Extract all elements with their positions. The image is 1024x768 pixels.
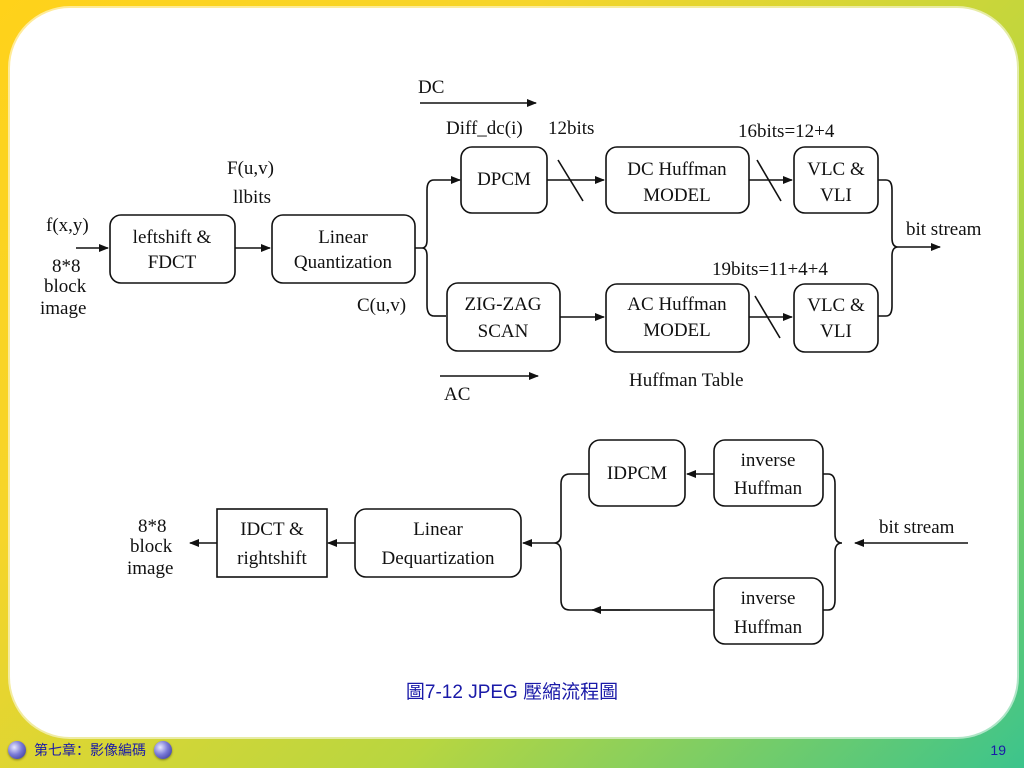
diff-dc-label: Diff_dc(i): [446, 118, 523, 139]
fdct-box: [109, 214, 236, 284]
inverse-huffman-top-line1: inverse: [741, 450, 796, 471]
dc-bits-slash: [557, 159, 584, 202]
split-brace: [415, 179, 435, 317]
dc-huffman-line1: DC Huffman: [627, 159, 727, 180]
idct-line1: IDCT &: [240, 519, 304, 540]
huffman-table-label: Huffman Table: [629, 370, 744, 391]
vlc-ac-line2: VLI: [820, 321, 852, 342]
output-label-1: 8*8: [138, 516, 167, 537]
block-label-2: block: [44, 276, 87, 297]
vlc-dc-line2: VLI: [820, 185, 852, 206]
output-label-2: block: [130, 536, 173, 557]
block-label-3: image: [40, 298, 86, 319]
bullet-icon: [8, 741, 26, 759]
inverse-huffman-bottom-line1: inverse: [741, 588, 796, 609]
dequant-line1: Linear: [413, 519, 463, 540]
quant-box-line1: Linear: [318, 227, 368, 248]
quantization-box: [271, 214, 416, 284]
dpcm-box-label: DPCM: [477, 169, 531, 190]
idpcm-box: [588, 439, 686, 507]
dc-label: DC: [418, 77, 444, 98]
ac-label: AC: [444, 384, 470, 405]
dc-out-slash: [756, 159, 782, 202]
chapter-title: 第七章：影像編碼: [34, 743, 146, 759]
bullet-icon: [154, 741, 172, 759]
ac-huffman-line2: MODEL: [643, 320, 711, 341]
bitstream-in-label: bit stream: [879, 517, 955, 538]
footer-left: 第七章：影像編碼: [8, 738, 172, 762]
llbits-label: llbits: [233, 187, 271, 208]
inverse-huffman-top-line2: Huffman: [734, 478, 803, 499]
inverse-huffman-top-box: [713, 439, 824, 507]
ac-out-slash: [754, 295, 781, 339]
vlc-ac-line1: VLC &: [807, 295, 865, 316]
dc-out-bits-label: 16bits=12+4: [738, 121, 835, 142]
idct-box: [216, 508, 328, 578]
inverse-huffman-bottom-line2: Huffman: [734, 617, 803, 638]
dc-bits-label: 12bits: [548, 118, 594, 139]
slide-card: [10, 8, 1017, 737]
output-label-3: image: [127, 558, 173, 579]
zigzag-box-line2: SCAN: [478, 321, 529, 342]
bitstream-out-label: bit stream: [906, 219, 982, 240]
ac-out-bits-label: 19bits=11+4+4: [712, 259, 828, 280]
ac-huffman-box: [605, 283, 750, 353]
dequant-line2: Dequartization: [382, 548, 495, 569]
page-number: 19: [990, 742, 1006, 758]
ac-huffman-line1: AC Huffman: [627, 294, 727, 315]
idpcm-label: IDPCM: [607, 463, 667, 484]
fdct-box-line2: FDCT: [148, 252, 197, 273]
inverse-huffman-bottom-box: [713, 577, 824, 645]
input-label: f(x,y): [46, 215, 89, 236]
block-label-1: 8*8: [52, 256, 81, 277]
fdct-box-line1: leftshift &: [133, 227, 212, 248]
zigzag-box-line1: ZIG-ZAG: [464, 294, 541, 315]
merge-brace: [878, 179, 899, 317]
quant-box-line2: Quantization: [294, 252, 393, 273]
input-split-brace: [823, 473, 843, 611]
dc-huffman-line2: MODEL: [643, 185, 711, 206]
fuv-label: F(u,v): [227, 158, 274, 179]
vlc-ac-box: [793, 283, 879, 353]
vlc-dc-line1: VLC &: [807, 159, 865, 180]
figure-caption: 圖7-12 JPEG 壓縮流程圖: [405, 682, 619, 703]
cuv-label: C(u,v): [357, 295, 406, 316]
idct-line2: rightshift: [237, 548, 307, 569]
